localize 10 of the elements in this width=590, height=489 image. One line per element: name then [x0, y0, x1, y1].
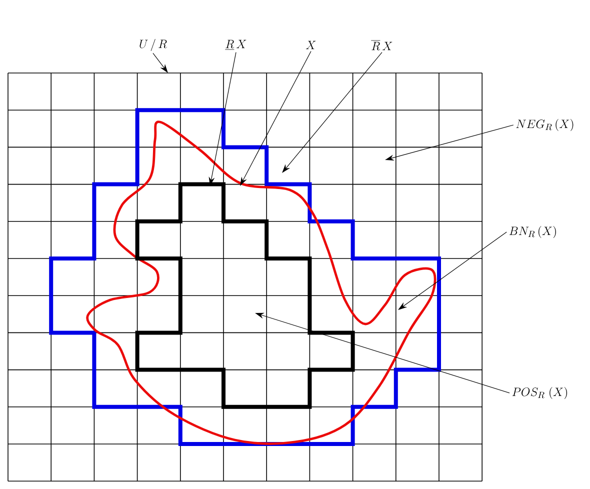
set-label: $\overline{R}\,X$	[371, 40, 392, 50]
set-label: $NEG_{R}\,(X)$	[516, 119, 574, 131]
leader-line	[152, 52, 168, 73]
set-label: $U\,/\,R$	[140, 39, 167, 51]
set-label: $BN_{R}\,(X)$	[509, 226, 556, 238]
leader-line	[282, 52, 382, 173]
set-label: $X$	[306, 40, 316, 50]
set-label: $POS_{R}\;(X)$	[512, 387, 568, 399]
leader-line	[398, 232, 507, 310]
set-label: $\underline{R}\,X$	[225, 40, 246, 50]
